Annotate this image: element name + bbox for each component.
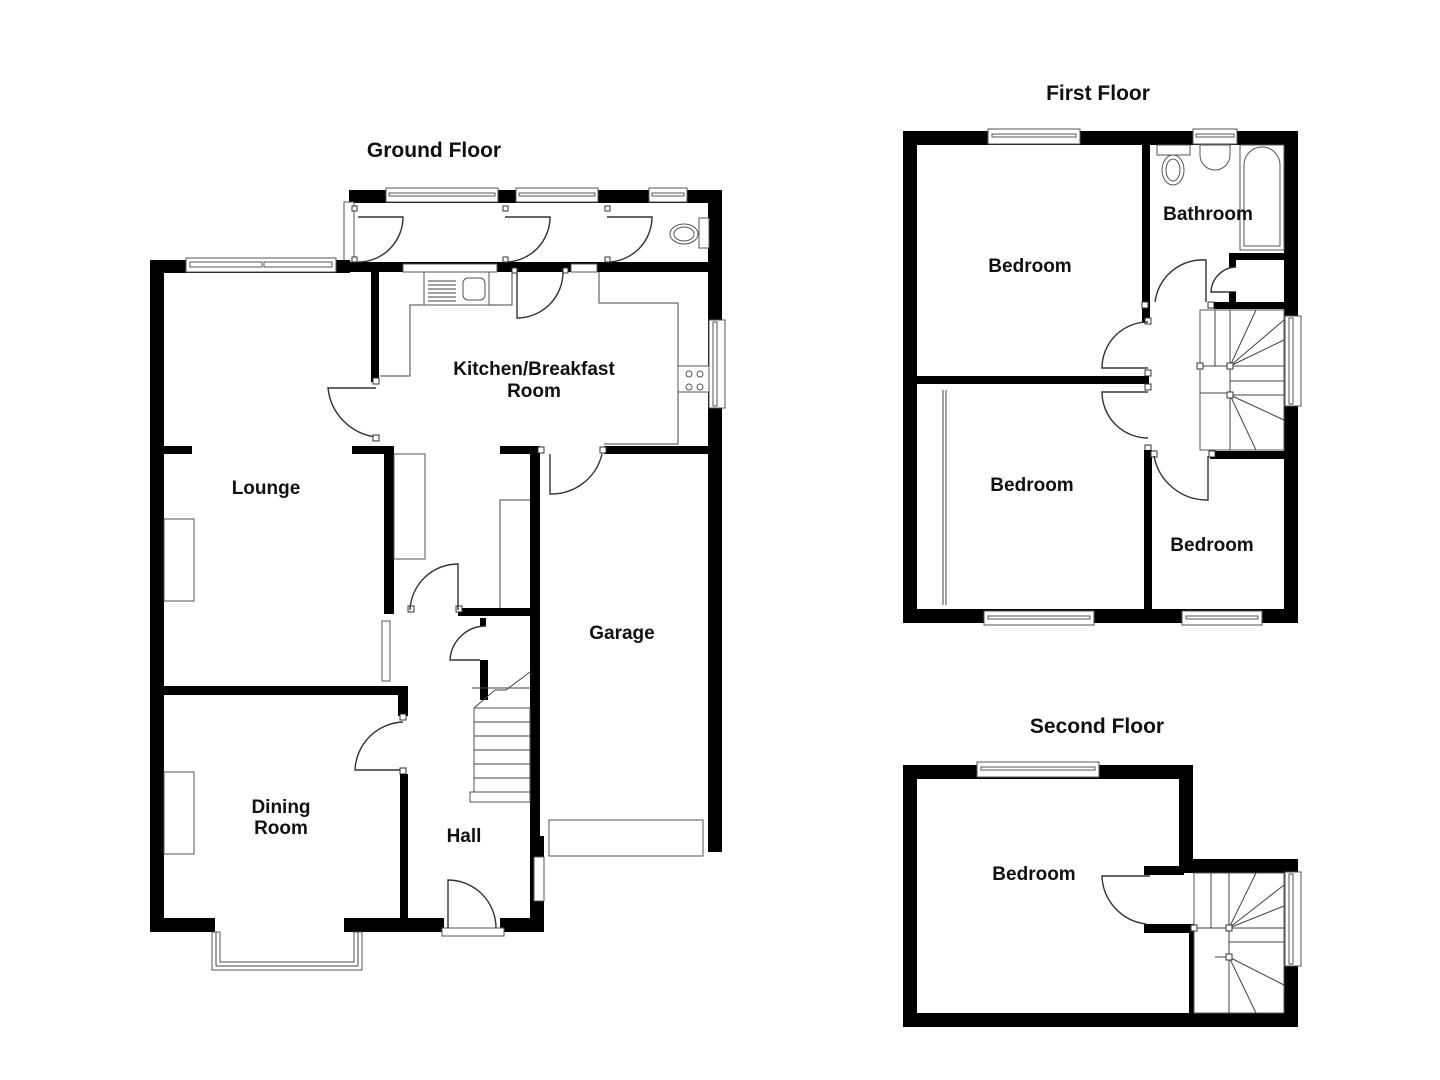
- door-arc: [357, 216, 404, 263]
- fireplace: [163, 771, 195, 855]
- door-arc: [504, 216, 551, 263]
- stairs-icon: [1190, 872, 1285, 1014]
- door-arc: [354, 721, 404, 771]
- room-label-kitchen: Kitchen/Breakfast: [453, 359, 615, 380]
- door-arc: [1153, 455, 1209, 501]
- room-label-hall: Hall: [447, 826, 482, 847]
- front-door-arc: [447, 879, 497, 929]
- sink-icon: [462, 277, 486, 301]
- door-arc: [516, 271, 564, 319]
- garage-door: [548, 819, 704, 857]
- room-label-dining-line2: Room: [254, 818, 308, 839]
- room-label-dining: Dining: [251, 797, 310, 818]
- first-floor-title: First Floor: [1046, 82, 1150, 105]
- second-floor-title: Second Floor: [1030, 715, 1164, 738]
- first-floor: First Floor: [903, 82, 1302, 626]
- door-arc: [1101, 875, 1150, 925]
- door-arc: [606, 216, 653, 263]
- second-floor: Second Floor: [903, 715, 1302, 1027]
- stairs-icon: [1196, 309, 1285, 451]
- door-arc: [1154, 259, 1207, 303]
- wc-cistern: [698, 217, 710, 249]
- fireplace: [163, 518, 195, 602]
- ground-floor-title: Ground Floor: [367, 139, 501, 162]
- room-label-bedroom-4: Bedroom: [992, 864, 1075, 885]
- door-arc: [409, 563, 459, 611]
- room-label-bedroom-3: Bedroom: [1170, 535, 1253, 556]
- stairs-icon: [469, 671, 531, 803]
- room-label-bathroom: Bathroom: [1163, 204, 1253, 225]
- door-arc: [327, 387, 377, 438]
- door-arc: [549, 453, 603, 495]
- door-arc: [1101, 321, 1149, 369]
- door-arc: [449, 625, 487, 661]
- room-label-bedroom-2: Bedroom: [990, 475, 1073, 496]
- door-arc: [1210, 266, 1237, 293]
- room-label-kitchen-line2: Room: [507, 381, 561, 402]
- room-label-garage: Garage: [589, 623, 654, 644]
- door-arc: [1101, 391, 1149, 439]
- room-label-lounge: Lounge: [232, 478, 301, 499]
- ground-floor: Ground Floor: [150, 139, 726, 971]
- basin-icon: [1199, 144, 1231, 171]
- hob-icon: [677, 365, 711, 393]
- room-label-bedroom-1: Bedroom: [988, 256, 1071, 277]
- wc-cistern: [1156, 144, 1191, 156]
